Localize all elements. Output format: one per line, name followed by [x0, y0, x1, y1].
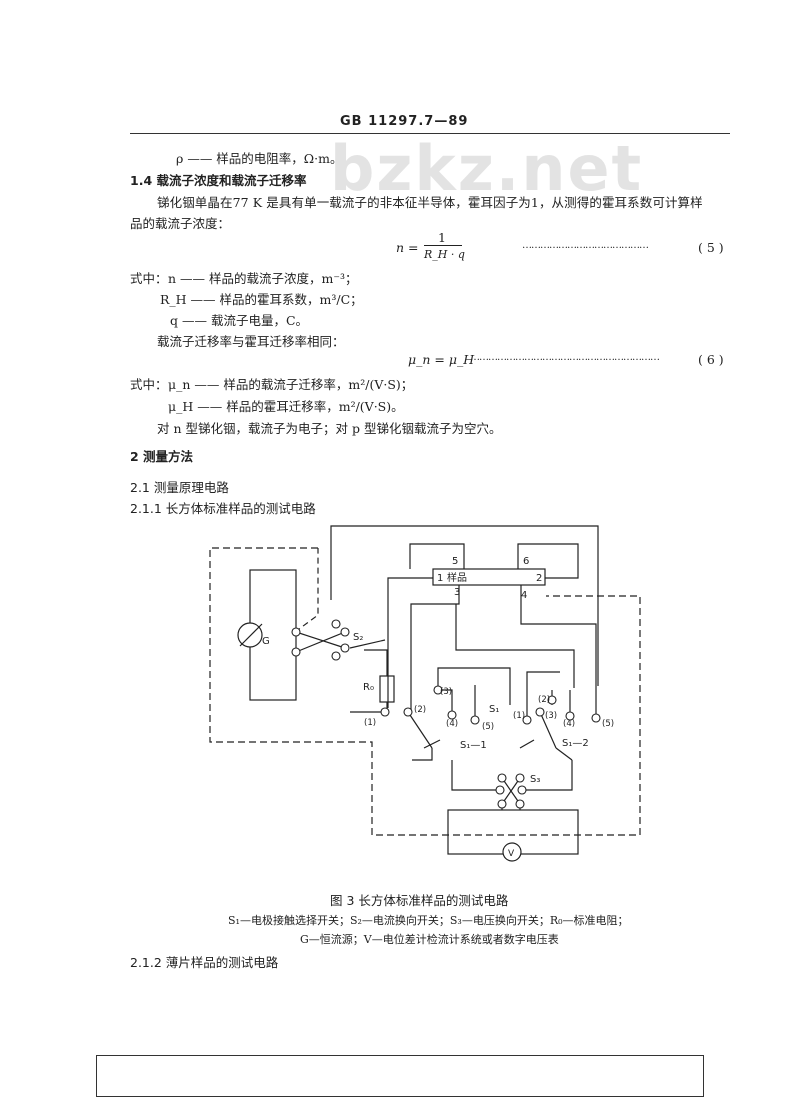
s1-contact [470, 715, 480, 725]
def-muh: μ_H —— 样品的霍耳迁移率，m²/(V·S)。 [168, 399, 404, 414]
voltmeter-symbol [502, 842, 522, 862]
s3-contact [497, 799, 507, 809]
eq5-fraction-bar [424, 245, 462, 246]
def-n: n —— 样品的载流子浓度，m⁻³； [168, 271, 358, 286]
standard-resistor [379, 675, 395, 703]
contact-r1: (1) [513, 711, 525, 721]
s1-contact [522, 715, 532, 725]
switch-s1-1-label: S₁—1 [460, 740, 487, 751]
s3-contact [517, 785, 527, 795]
terminal-6: 6 [523, 556, 529, 567]
eq5-dots: …………………………………… [522, 240, 649, 251]
s3-contact [515, 773, 525, 783]
watermark: bzkz.net [330, 132, 644, 205]
s1-contact [565, 711, 575, 721]
def-q: q —— 载流子电量，C。 [170, 313, 309, 328]
figure-caption: 图 3 长方体标准样品的测试电路 [330, 893, 509, 908]
def-mun: μ_n —— 样品的载流子迁移率，m²/(V·S)； [168, 377, 414, 392]
s2-contact [291, 627, 301, 637]
section-2-1-heading: 2.1 测量原理电路 [130, 480, 229, 495]
s3-contact [495, 785, 505, 795]
section-1-4-paragraph-line2: 品的载流子浓度： [130, 216, 231, 231]
s1-contact [380, 707, 390, 717]
terminal-2: 2 [536, 573, 542, 584]
section-2-heading: 2 测量方法 [130, 449, 194, 464]
standard-number: GB 11297.7—89 [340, 114, 469, 129]
contact-l5: (5) [482, 722, 494, 732]
contact-l3: (3) [440, 687, 452, 697]
eq5-lhs: n = [396, 240, 419, 255]
figure-legend-line1: S₁—电极接触选择开关；S₂—电流换向开关；S₃—电压换向开关；R₀—标准电阻； [228, 914, 629, 927]
eq5-number: ( 5 ) [698, 240, 724, 255]
where-label-2: 式中： [130, 377, 168, 392]
contact-r5: (5) [602, 719, 614, 729]
eq6-dots: ……………………………………………………… [470, 352, 660, 363]
s2-contact [340, 627, 350, 637]
contact-l1: (1) [364, 718, 376, 728]
eq6-expression: μ_n = μ_H [408, 352, 475, 367]
source-symbol [237, 622, 263, 648]
contact-r2: (2) [538, 695, 550, 705]
switch-s1-label: S₁ [489, 704, 499, 715]
sample-label: 样品 [447, 571, 467, 584]
s2-contact [331, 651, 341, 661]
section-1-4-paragraph-line1: 锑化铟单晶在77 K 是具有单一载流子的非本征半导体，霍耳因子为1，从测得的霍耳… [157, 195, 703, 210]
s1-contact [535, 707, 545, 717]
s1-contact [591, 713, 601, 723]
s1-contact [447, 710, 457, 720]
eq5-numerator: 1 [438, 230, 446, 245]
terminal-4: 4 [521, 590, 527, 601]
where-label: 式中： [130, 271, 168, 286]
s2-contact [340, 643, 350, 653]
s3-contact [497, 773, 507, 783]
terminal-5: 5 [452, 556, 458, 567]
s2-contact [291, 647, 301, 657]
contact-l2: (2) [414, 705, 426, 715]
s1-contact [403, 707, 413, 717]
terminal-1: 1 [437, 573, 443, 584]
dashed-ground-loop [209, 547, 641, 836]
switch-s2-label: S₂ [353, 632, 363, 643]
voltmeter-label: V [508, 849, 515, 859]
section-1-4-heading: 1.4 载流子浓度和载流子迁移率 [130, 173, 307, 188]
mobility-statement: 载流子迁移率与霍耳迁移率相同： [157, 334, 345, 349]
section-2-1-2-heading: 2.1.2 薄片样品的测试电路 [130, 955, 279, 970]
switch-s3-label: S₃ [530, 774, 540, 785]
section-2-1-1-heading: 2.1.1 长方体标准样品的测试电路 [130, 501, 316, 516]
switch-s1-2-label: S₁—2 [562, 738, 589, 749]
s1-contact [433, 685, 443, 695]
s3-contact [515, 799, 525, 809]
contact-l4: (4) [446, 719, 458, 729]
contact-r3: (3) [545, 711, 557, 721]
terminal-3: 3 [454, 587, 460, 598]
eq5-denominator: R_H · q [424, 248, 465, 261]
figure-legend-line2: G—恒流源；V—电位差计检流计系统或者数字电压表 [300, 933, 559, 946]
eq6-number: ( 6 ) [698, 352, 724, 367]
def-rh: R_H —— 样品的霍耳系数，m³/C； [160, 292, 363, 307]
source-label: G [262, 636, 270, 647]
carrier-type-note: 对 n 型锑化铟，载流子为电子；对 p 型锑化铟载流子为空穴。 [157, 421, 502, 436]
sample-block [432, 568, 546, 586]
contact-r4: (4) [563, 719, 575, 729]
header-rule [130, 133, 730, 134]
s2-contact [331, 619, 341, 629]
rho-definition: ρ —— 样品的电阻率，Ω·m。 [176, 151, 343, 166]
resistor-label: R₀ [363, 682, 374, 693]
s1-contact [547, 695, 557, 705]
